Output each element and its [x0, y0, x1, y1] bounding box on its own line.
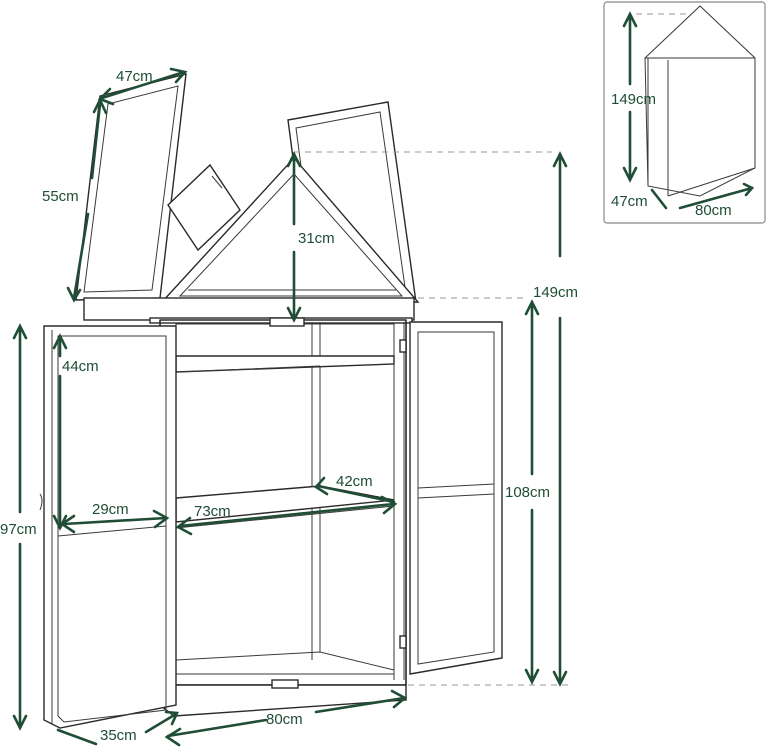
shelf-width-label: 73cm: [194, 503, 231, 520]
thumbnail-panel: [603, 1, 766, 224]
shelf-depth-label: 42cm: [336, 473, 373, 490]
thumb-width-label: 80cm: [695, 202, 732, 219]
thumb-height-label: 149cm: [611, 91, 656, 108]
guide-lines: [294, 151, 568, 686]
cabinet-height-label: 97cm: [0, 521, 37, 538]
door-width-label: 29cm: [92, 501, 129, 518]
roof-height-label: 31cm: [298, 230, 335, 247]
thumb-depth-label: 47cm: [611, 193, 648, 210]
dimension-lines: [12, 67, 568, 747]
greenhouse-structure: [39, 73, 503, 729]
base-depth-label: 35cm: [100, 727, 137, 744]
lid-height-label: 55cm: [42, 188, 79, 205]
door-inner-height-label: 44cm: [62, 358, 99, 375]
lid-width-label: 47cm: [116, 68, 153, 85]
base-width-label: 80cm: [266, 711, 303, 728]
body-height-label: 108cm: [505, 484, 550, 501]
total-height-label: 149cm: [533, 284, 578, 301]
